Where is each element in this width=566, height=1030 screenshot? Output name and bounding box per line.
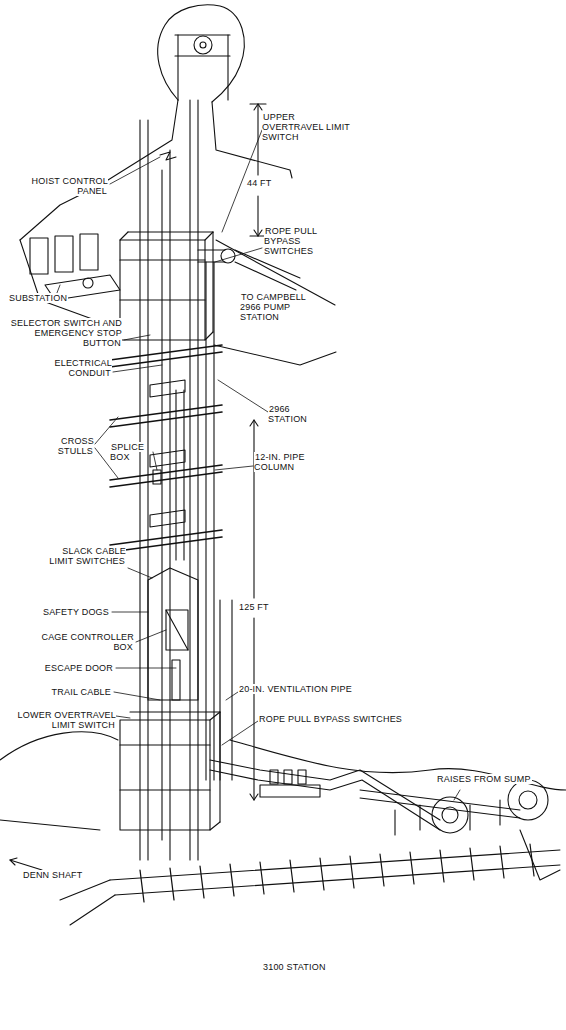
part-label: DENN SHAFT xyxy=(22,870,92,880)
part-label: 12-IN. PIPE COLUMN xyxy=(254,452,324,472)
part-label: 3100 STATION xyxy=(262,962,342,972)
part-label: SLACK CABLE LIMIT SWITCHES xyxy=(46,546,126,566)
part-label: ROPE PULL BYPASS SWITCHES xyxy=(264,226,326,256)
part-label: ELECTRICAL CONDUIT xyxy=(30,358,112,378)
part-label: SPLICE BOX xyxy=(110,442,160,462)
part-label: TRAIL CABLE xyxy=(40,687,112,697)
part-label: HOIST CONTROL PANEL xyxy=(8,176,108,196)
part-label: CROSS STULLS xyxy=(40,436,94,456)
part-label: SUBSTATION xyxy=(8,293,78,303)
part-label: CAGE CONTROLLER BOX xyxy=(40,632,134,652)
part-label: SAFETY DOGS xyxy=(40,607,110,617)
part-label: SELECTOR SWITCH AND EMERGENCY STOP BUTTO… xyxy=(4,318,122,348)
part-label: 2966 STATION xyxy=(268,404,328,424)
part-label: 125 FT xyxy=(238,602,278,612)
part-label: 20-IN. VENTILATION PIPE xyxy=(238,684,378,694)
part-label: RAISES FROM SUMP xyxy=(436,774,546,784)
part-label: LOWER OVERTRAVEL LIMIT SWITCH xyxy=(4,710,116,730)
part-label: ROPE PULL BYPASS SWITCHES xyxy=(258,714,458,724)
part-label: TO CAMPBELL 2966 PUMP STATION xyxy=(240,292,320,322)
part-label: UPPER OVERTRAVEL LIMIT SWITCH xyxy=(262,112,352,142)
part-label: ESCAPE DOOR xyxy=(40,663,114,673)
part-label: 44 FT xyxy=(246,178,286,188)
